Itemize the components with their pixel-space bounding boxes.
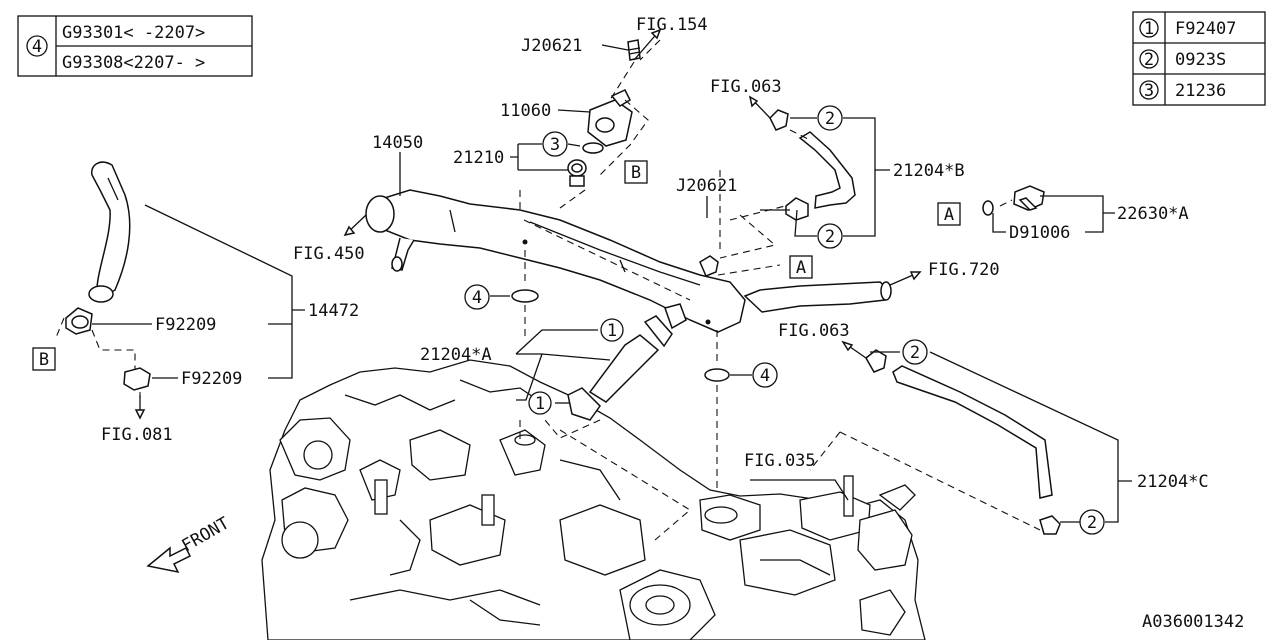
legend-row-g93308: G93308<2207- > bbox=[62, 53, 205, 73]
label-11060: 11060 bbox=[500, 101, 551, 121]
callout-1-lower: 1 bbox=[535, 394, 545, 414]
label-fig450: FIG.450 bbox=[293, 244, 365, 264]
label-14472: 14472 bbox=[308, 301, 359, 321]
legend-key-2: 2 bbox=[1144, 50, 1154, 70]
hose-14472 bbox=[65, 161, 151, 391]
o-ring-right bbox=[704, 368, 730, 382]
label-d91006: D91006 bbox=[1009, 223, 1070, 243]
legend-key-3: 3 bbox=[1144, 81, 1154, 101]
label-j20621-top: J20621 bbox=[521, 36, 582, 56]
label-21204c: 21204*C bbox=[1137, 472, 1209, 492]
sensor-22630a bbox=[982, 185, 1045, 216]
label-j20621-mid: J20621 bbox=[676, 176, 737, 196]
callout-1-upper: 1 bbox=[607, 321, 617, 341]
label-f92209-b: F92209 bbox=[181, 369, 242, 389]
engine-block-illustration bbox=[261, 359, 926, 640]
arrows bbox=[134, 28, 922, 574]
label-f92209-a: F92209 bbox=[155, 315, 216, 335]
leader-lines bbox=[92, 44, 1132, 523]
reference-boxes: B B A A bbox=[32, 160, 961, 371]
hose-21204b bbox=[769, 109, 856, 221]
callout-3: 3 bbox=[550, 135, 560, 155]
callout-4-right: 4 bbox=[760, 366, 770, 386]
callout-2-top-b: 2 bbox=[825, 227, 835, 247]
callout-2-top-a: 2 bbox=[825, 109, 835, 129]
water-pipe-14050 bbox=[365, 189, 892, 333]
label-21210: 21210 bbox=[453, 148, 504, 168]
o-ring-left bbox=[511, 289, 539, 303]
label-fig081: FIG.081 bbox=[101, 425, 173, 445]
legend-part-21236: 21236 bbox=[1175, 81, 1226, 101]
legend-row-g93301: G93301< -2207> bbox=[62, 23, 205, 43]
ref-box-b-top: B bbox=[631, 163, 641, 183]
ref-box-b-left: B bbox=[39, 350, 49, 370]
legend-part-f92407: F92407 bbox=[1175, 19, 1236, 39]
callout-2-mid: 2 bbox=[910, 343, 920, 363]
legend-part-0923s: 0923S bbox=[1175, 50, 1226, 70]
callout-4-left: 4 bbox=[472, 288, 482, 308]
legend-table-top-right: 1 2 3 F92407 0923S 21236 bbox=[1132, 11, 1266, 106]
legend-key-4: 4 bbox=[32, 37, 42, 57]
legend-table-top-left: 4 G93301< -2207> G93308<2207- > bbox=[17, 15, 253, 77]
label-fig154: FIG.154 bbox=[636, 15, 708, 35]
label-14050: 14050 bbox=[372, 133, 423, 153]
legend-key-1: 1 bbox=[1144, 19, 1154, 39]
ref-box-a-right: A bbox=[944, 205, 954, 225]
ref-box-a-mid: A bbox=[796, 258, 806, 278]
hose-21204a bbox=[567, 315, 673, 421]
dashed-guide-lines bbox=[54, 39, 1041, 541]
label-fig063-top: FIG.063 bbox=[710, 77, 782, 97]
label-21204b: 21204*B bbox=[893, 161, 965, 181]
diagram-id: A036001342 bbox=[1142, 612, 1244, 632]
front-arrow-icon bbox=[146, 546, 192, 574]
callout-2-bottom: 2 bbox=[1087, 513, 1097, 533]
callout-circles: 1 1 2 2 2 2 3 4 4 bbox=[464, 105, 1105, 535]
label-fig720: FIG.720 bbox=[928, 260, 1000, 280]
label-front: FRONT bbox=[179, 513, 233, 556]
thermostat-housing-11060 bbox=[567, 39, 641, 187]
o-rings bbox=[511, 289, 730, 382]
label-fig063-mid: FIG.063 bbox=[778, 321, 850, 341]
label-22630a: 22630*A bbox=[1117, 204, 1189, 224]
label-21204a: 21204*A bbox=[420, 345, 492, 365]
hose-21204c bbox=[865, 349, 1061, 535]
label-fig035: FIG.035 bbox=[744, 451, 816, 471]
